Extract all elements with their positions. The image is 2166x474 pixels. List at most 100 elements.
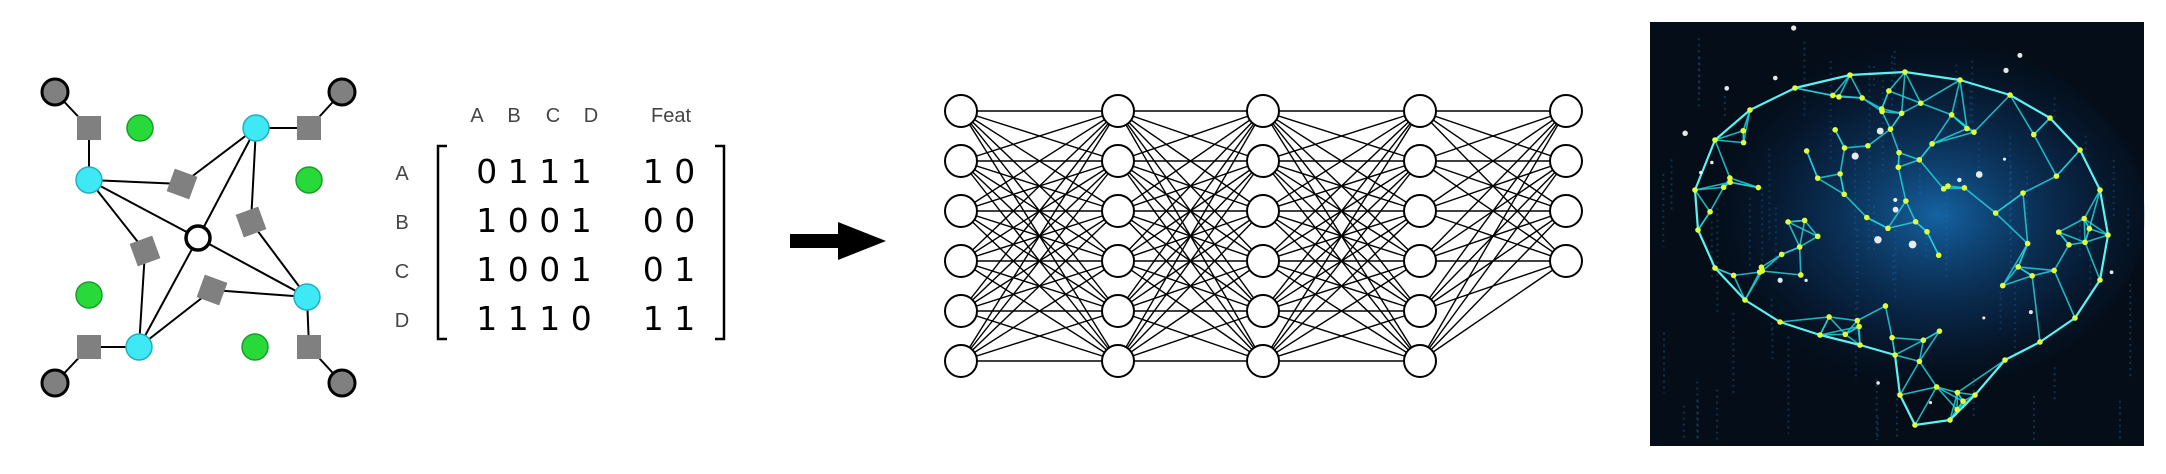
brain-outline-edge	[1959, 78, 2011, 97]
nn-connection	[960, 160, 1119, 362]
brain-mesh-edge	[2084, 242, 2101, 281]
brain-vertex	[2082, 239, 2088, 246]
brain-vertex	[1885, 225, 1891, 232]
hydrogen-node	[126, 114, 154, 142]
brain-vertex	[1879, 108, 1885, 115]
brain-mesh-edge	[1697, 211, 1711, 231]
sparkle-dot	[1876, 381, 1880, 385]
brain-mesh-edge	[2055, 149, 2081, 177]
brain-mesh-edge	[1844, 145, 1868, 149]
brain-vertex	[2097, 187, 2103, 193]
brain-mesh-edge	[1761, 253, 1783, 272]
sparkle-dot	[1957, 177, 1962, 183]
brain-mesh-edge	[1714, 139, 1731, 179]
brain-mesh-edge	[1856, 305, 1886, 322]
brain-vertex	[1712, 137, 1718, 143]
sparkle-dot	[2003, 67, 2009, 73]
brain-mesh-edge	[1931, 131, 1975, 145]
sparkle-dot	[1682, 130, 1688, 137]
nn-neuron	[1246, 144, 1280, 178]
nn-connection	[1262, 110, 1421, 212]
brain-mesh-edge	[1798, 220, 1806, 248]
graph-edge	[250, 127, 257, 223]
brain-mesh-edge	[1956, 359, 2006, 394]
matrix-feature-header: Feat	[651, 105, 691, 127]
brain-mesh-edge	[2088, 189, 2101, 229]
brain-mesh-edge	[1744, 270, 1763, 301]
brain-outline-edge	[1749, 87, 1796, 111]
nn-neuron	[1101, 244, 1135, 278]
brain-mesh-edge	[1920, 102, 1952, 116]
graph-edge	[138, 237, 199, 348]
brain-vertex	[1940, 186, 1947, 192]
brain-mesh-edge	[1889, 128, 1900, 153]
nn-neuron	[1101, 294, 1135, 328]
nn-connection	[1262, 210, 1421, 362]
brain-vertex	[1863, 214, 1870, 221]
brain-mesh-edge	[1899, 360, 1921, 396]
brain-vertex	[1999, 282, 2006, 289]
brain-mesh-edge	[1918, 159, 1945, 190]
brain-vertex	[1841, 191, 1848, 198]
nn-neuron	[1403, 294, 1437, 328]
brain-mesh-edge	[1844, 333, 1861, 346]
brain-mesh-edge	[1838, 96, 1863, 99]
brain-outline-edge	[1904, 70, 1961, 82]
brain-vertex	[1847, 72, 1853, 78]
brain-mesh-edge	[1887, 200, 1907, 229]
brain-outline-edge	[1819, 333, 1861, 347]
nn-connection	[1419, 160, 1567, 362]
brain-mesh-edge	[1714, 130, 1744, 141]
brain-mesh-edge	[1926, 231, 1940, 256]
brain-vertex	[1892, 352, 1898, 358]
brain-outline-edge	[1693, 139, 1717, 191]
adjacency-row: 0 1 1 1	[476, 152, 591, 191]
nn-connection	[960, 110, 1119, 262]
atom-node	[293, 283, 321, 311]
brain-vertex	[2051, 267, 2057, 274]
brain-vertex	[1837, 171, 1843, 177]
brain-vertex	[1947, 417, 1953, 423]
bond-square-node	[297, 335, 321, 359]
nn-neuron	[1246, 294, 1280, 328]
brain-outline-edge	[1693, 189, 1700, 231]
brain-mesh-edge	[1914, 386, 1938, 426]
brain-mesh-edge	[1892, 336, 1924, 342]
brain-vertex	[1964, 125, 1970, 132]
sparkle-dot	[2028, 310, 2033, 315]
brain-mesh-edge	[2009, 94, 2035, 136]
brain-outline-edge	[2004, 341, 2041, 361]
brain-mesh-edge	[1973, 94, 2011, 133]
nn-connection	[1262, 110, 1421, 362]
hydrogen-node	[241, 333, 269, 361]
brain-vertex	[1929, 141, 1935, 147]
nn-neuron	[1246, 344, 1280, 378]
brain-vertex	[2029, 272, 2035, 279]
brain-vertex	[1814, 175, 1821, 181]
brain-vertex	[1841, 145, 1848, 151]
nn-connection	[1262, 310, 1421, 362]
brain-mesh-edge	[1787, 221, 1801, 248]
nn-neuron	[1101, 144, 1135, 178]
brain-vertex	[1692, 187, 1698, 193]
brain-vertex	[1865, 143, 1871, 149]
brain-outline-edge	[1794, 73, 1851, 90]
matrix-row-label: A	[395, 163, 409, 185]
matrix-column-header-c: C	[546, 105, 560, 127]
brain-mesh-edge	[2083, 218, 2086, 243]
brain-mesh-edge	[1959, 79, 1968, 129]
brain-vertex	[1817, 332, 1823, 338]
brain-vertex	[2077, 147, 2083, 153]
brain-mesh-edge	[1843, 193, 1868, 219]
brain-mesh-edge	[1884, 305, 1893, 338]
brain-mesh-edge	[1694, 181, 1731, 191]
brain-mesh-edge	[2083, 217, 2109, 236]
brain-mesh-edge	[1819, 316, 1830, 336]
brain-vertex	[1936, 328, 1943, 334]
brain-vertex	[1961, 185, 1968, 191]
brain-vertex	[1902, 69, 1908, 75]
brain-mesh-edge	[1918, 330, 1941, 362]
nn-connection	[1117, 110, 1264, 212]
brain-mesh-edge	[1889, 112, 1903, 130]
brain-vertex	[2066, 242, 2072, 248]
